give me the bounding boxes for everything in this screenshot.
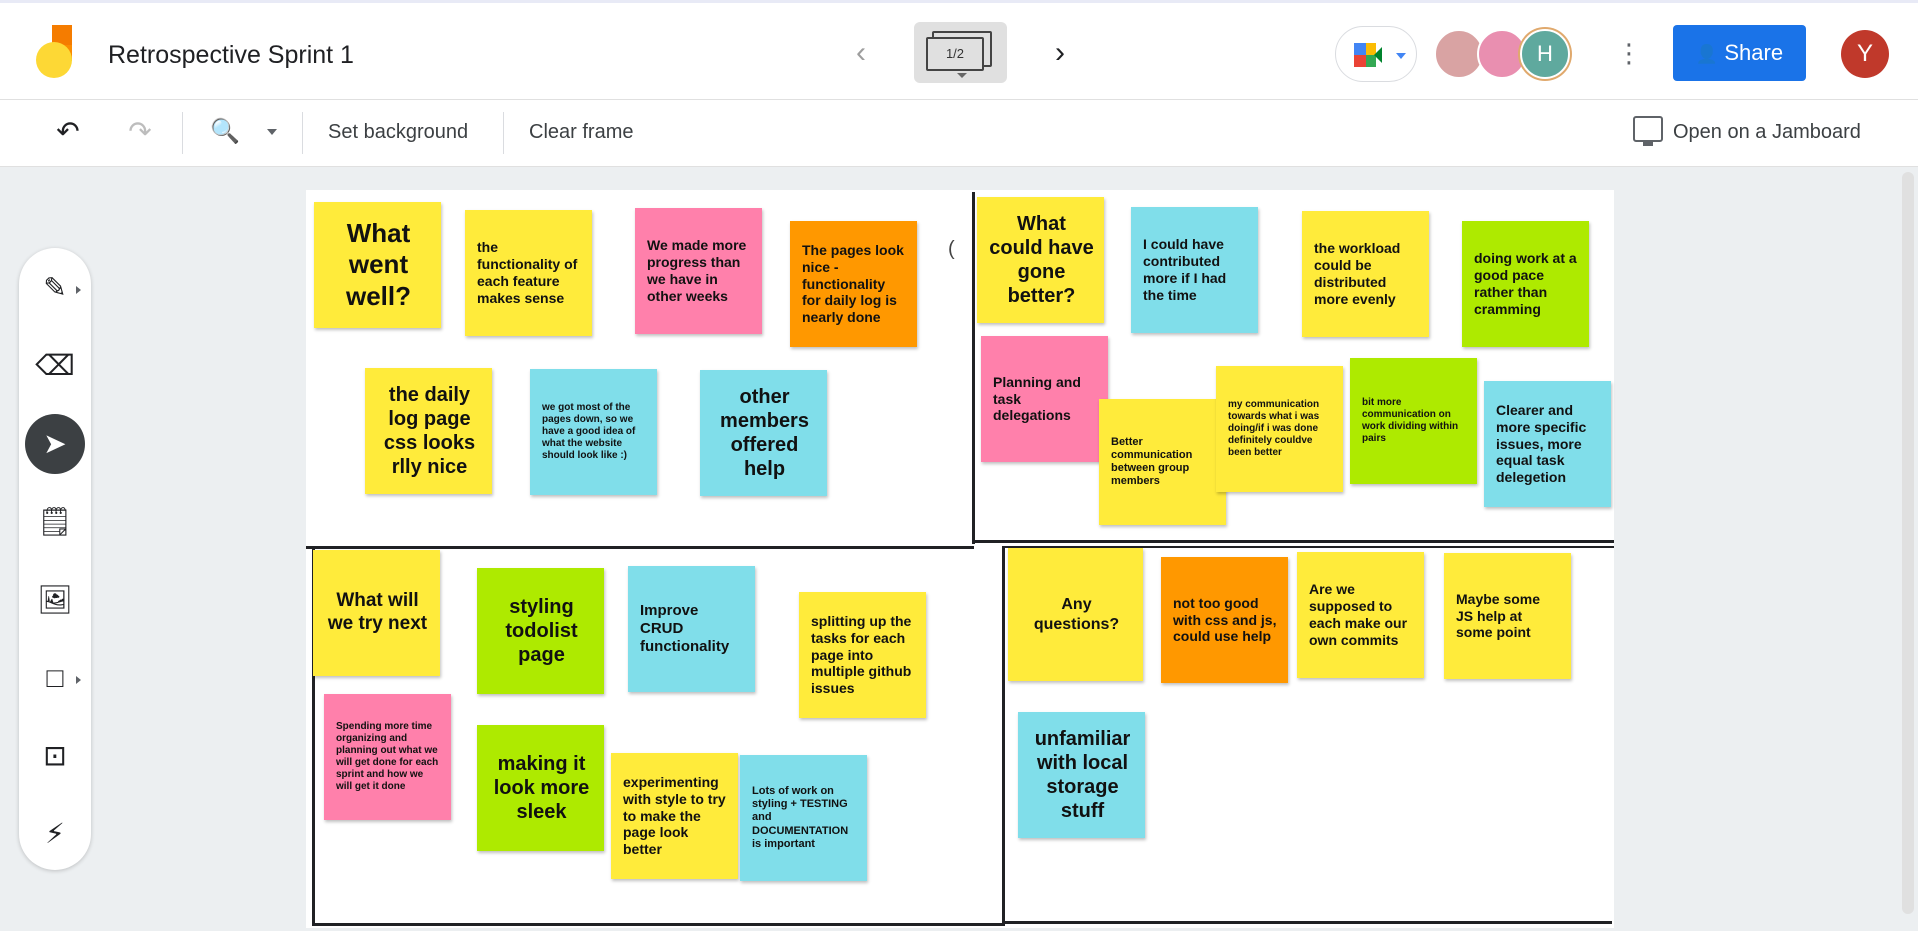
sticky-note[interactable]: Planning and task delegations <box>981 336 1108 462</box>
tool-sidebar: ✎ ⌫ ➤ 🗒 🖼 □ ⊡ ⚡ <box>19 248 91 870</box>
meet-icon <box>1354 43 1382 67</box>
sticky-note[interactable]: splitting up the tasks for each page int… <box>799 592 926 718</box>
toolbar-divider <box>302 112 303 154</box>
sticky-note[interactable]: the daily log page css looks rlly nice <box>365 368 492 494</box>
quadrant-line <box>1002 548 1005 926</box>
quadrant-line <box>1002 546 1614 548</box>
quadrant-line <box>972 192 975 544</box>
more-options-icon[interactable]: ⋮ <box>1616 38 1642 68</box>
sticky-note[interactable]: Lots of work on styling + TESTING and DO… <box>740 755 867 881</box>
sticky-note[interactable]: bit more communication on work dividing … <box>1350 358 1477 484</box>
zoom-caret-down-icon[interactable] <box>267 129 277 135</box>
toolbar: ↶ ↷ 🔍 Set background Clear frame <box>0 100 1918 167</box>
sticky-note[interactable]: We made more progress than we have in ot… <box>635 208 762 334</box>
sticky-note[interactable]: Maybe some JS help at some point <box>1444 553 1571 679</box>
caret-down-icon <box>957 73 967 78</box>
open-jamboard-button[interactable]: Open on a Jamboard <box>1673 121 1861 143</box>
sticky-note[interactable]: What will we try next <box>313 550 440 676</box>
sticky-note[interactable]: What went well? <box>314 202 441 328</box>
share-label: Share <box>1724 40 1784 65</box>
chevron-left-icon: ‹ <box>856 36 866 69</box>
sticky-note[interactable]: Are we supposed to each make our own com… <box>1297 552 1424 678</box>
previous-frame-button[interactable]: ‹ <box>841 33 881 73</box>
select-icon[interactable]: ➤ <box>25 414 85 474</box>
open-jamboard-icon[interactable] <box>1633 116 1663 146</box>
jamboard-logo-icon[interactable] <box>36 25 76 81</box>
quadrant-line <box>974 540 1614 543</box>
next-frame-button[interactable]: › <box>1040 33 1080 73</box>
vertical-scrollbar[interactable] <box>1902 172 1914 914</box>
sticky-note[interactable]: doing work at a good pace rather than cr… <box>1462 221 1589 347</box>
caret-down-icon <box>1396 53 1406 59</box>
frame-bar-toggle[interactable]: 1/2 <box>914 22 1007 83</box>
toolbar-divider <box>182 112 183 154</box>
sticky-note[interactable]: What could have gone better? <box>977 197 1104 323</box>
sticky-note[interactable]: unfamiliar with local storage stuff <box>1018 712 1145 838</box>
eraser-icon[interactable]: ⌫ <box>35 350 75 381</box>
set-background-button[interactable]: Set background <box>328 121 469 143</box>
chevron-right-icon: › <box>1055 36 1065 69</box>
sticky-note[interactable]: styling todolist page <box>477 568 604 694</box>
sticky-note[interactable]: my communication towards what i was doin… <box>1216 366 1343 492</box>
collaborator-avatar[interactable] <box>1477 29 1527 79</box>
quadrant-line <box>312 548 315 926</box>
user-avatar[interactable]: Y <box>1841 30 1889 78</box>
person-add-icon: 👤 <box>1695 44 1719 64</box>
sticky-note[interactable]: I could have contributed more if I had t… <box>1131 207 1258 333</box>
laser-icon[interactable]: ⚡ <box>45 818 65 849</box>
sticky-note[interactable]: making it look more sleek <box>477 725 604 851</box>
frame-indicator: 1/2 <box>926 37 984 71</box>
image-icon[interactable]: 🖼 <box>37 584 73 615</box>
sticky-note[interactable]: experimenting with style to try to make … <box>611 753 738 879</box>
text-box-icon[interactable]: ⊡ <box>43 740 67 771</box>
quadrant-line <box>306 546 974 549</box>
sticky-note[interactable]: Improve CRUD functionality <box>628 566 755 692</box>
top-accent-line <box>0 0 1918 3</box>
app-header: Retrospective Sprint 1 ‹ 1/2 › H ⋮ 👤Shar… <box>0 3 1918 100</box>
toolbar-divider <box>503 112 504 154</box>
pen-stroke: ( <box>948 238 955 260</box>
sticky-note[interactable]: Any questions? <box>1008 548 1143 681</box>
quadrant-line <box>312 923 1002 926</box>
quadrant-line <box>1004 921 1612 924</box>
undo-icon[interactable]: ↶ <box>56 116 80 147</box>
sticky-note-icon[interactable]: 🗒 <box>37 506 73 537</box>
sticky-note[interactable]: The pages look nice - functionality for … <box>790 221 917 347</box>
sticky-note[interactable]: Spending more time organizing and planni… <box>324 694 451 820</box>
redo-icon[interactable]: ↷ <box>128 116 152 147</box>
pen-icon[interactable]: ✎ <box>25 258 85 318</box>
share-button[interactable]: 👤Share <box>1673 25 1806 81</box>
document-title[interactable]: Retrospective Sprint 1 <box>108 41 354 69</box>
sticky-note[interactable]: the workload could be distributed more e… <box>1302 211 1429 337</box>
collaborator-avatar[interactable]: H <box>1520 29 1570 79</box>
sticky-note[interactable]: we got most of the pages down, so we hav… <box>530 369 657 495</box>
sticky-note[interactable]: the functionality of each feature makes … <box>465 210 592 336</box>
sticky-note[interactable]: Better communication between group membe… <box>1099 399 1226 525</box>
zoom-in-icon[interactable]: 🔍 <box>210 118 240 145</box>
clear-frame-button[interactable]: Clear frame <box>529 121 634 143</box>
sticky-note[interactable]: not too good with css and js, could use … <box>1161 557 1288 683</box>
meet-button[interactable] <box>1335 26 1417 82</box>
sticky-note[interactable]: Clearer and more specific issues, more e… <box>1484 381 1611 507</box>
sticky-note[interactable]: other members offered help <box>700 370 827 496</box>
shape-icon[interactable]: □ <box>25 648 85 708</box>
